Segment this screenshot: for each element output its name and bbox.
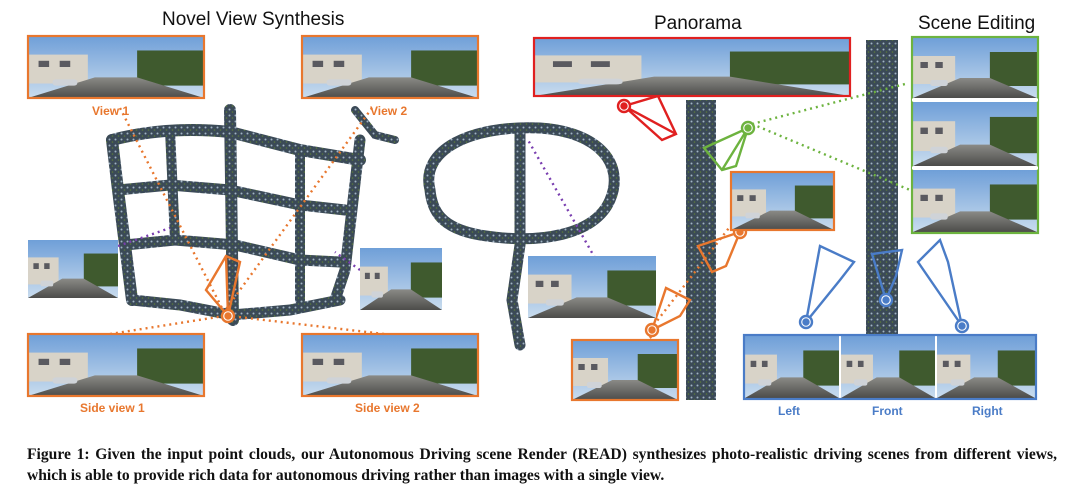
label-side-view2: Side view 2	[355, 401, 420, 415]
thumb-purple-center	[528, 256, 656, 318]
thumb-purple-left	[28, 240, 118, 298]
title-scene-editing: Scene Editing	[918, 13, 1035, 35]
thumb-editing-1	[913, 38, 1037, 98]
camera-frustum-panorama	[618, 96, 676, 140]
label-view1: View 1	[92, 104, 129, 118]
label-left: Left	[778, 404, 800, 418]
title-panorama: Panorama	[654, 13, 742, 35]
thumb-editing-3	[913, 170, 1037, 232]
caption-text: Given the input point clouds, our Autono…	[27, 446, 1057, 484]
thumb-view2	[302, 36, 478, 98]
caption-label: Figure 1:	[27, 446, 90, 463]
thumb-multiview	[744, 335, 1036, 399]
label-view2: View 2	[370, 104, 407, 118]
point-cloud-grid	[112, 110, 395, 320]
label-right: Right	[972, 404, 1003, 418]
thumb-orange-mid	[731, 172, 834, 230]
thumb-side-view1	[28, 334, 204, 396]
thumb-side-view2	[302, 334, 478, 396]
thumb-panorama	[534, 38, 850, 96]
title-novel-view-synthesis: Novel View Synthesis	[162, 9, 344, 31]
thumb-editing-2	[913, 102, 1037, 166]
label-side-view1: Side view 1	[80, 401, 145, 415]
thumb-purple-right	[360, 248, 442, 310]
figure-caption: Figure 1: Given the input point clouds, …	[27, 444, 1057, 486]
thumb-orange-low	[572, 340, 678, 400]
figure-graphic	[0, 0, 1080, 430]
label-front: Front	[872, 404, 903, 418]
thumb-view1	[28, 36, 204, 98]
